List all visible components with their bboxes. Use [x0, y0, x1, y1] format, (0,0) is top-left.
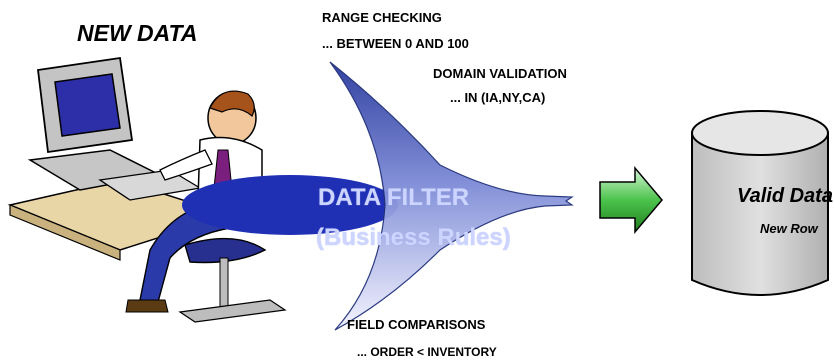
rule-field-heading: FIELD COMPARISONS: [347, 317, 486, 332]
chair-base: [178, 299, 287, 323]
rule-domain-detail: ... IN (IA,NY,CA): [450, 90, 546, 105]
chair-seat: [184, 237, 267, 264]
monitor-screen: [54, 73, 121, 137]
rule-range-heading: RANGE CHECKING: [322, 10, 442, 25]
page-title: NEW DATA: [77, 20, 198, 46]
data-filter-funnel: [329, 61, 574, 331]
rule-field-detail: ... ORDER < INVENTORY: [357, 345, 497, 359]
filter-subtitle: (Business Rules): [316, 224, 511, 251]
person-hair: [209, 90, 255, 117]
computer-user-clipart: [7, 56, 287, 323]
target-subtitle: New Row: [760, 221, 818, 236]
filter-title: DATA FILTER: [318, 184, 470, 211]
rule-range-detail: ... BETWEEN 0 AND 100: [322, 36, 469, 51]
rule-domain-heading: DOMAIN VALIDATION: [433, 66, 567, 81]
target-title: Valid Data: [737, 185, 833, 207]
flow-arrow-icon: [599, 165, 663, 235]
data-beam: [182, 175, 398, 235]
database-cylinder-icon: [691, 110, 829, 296]
